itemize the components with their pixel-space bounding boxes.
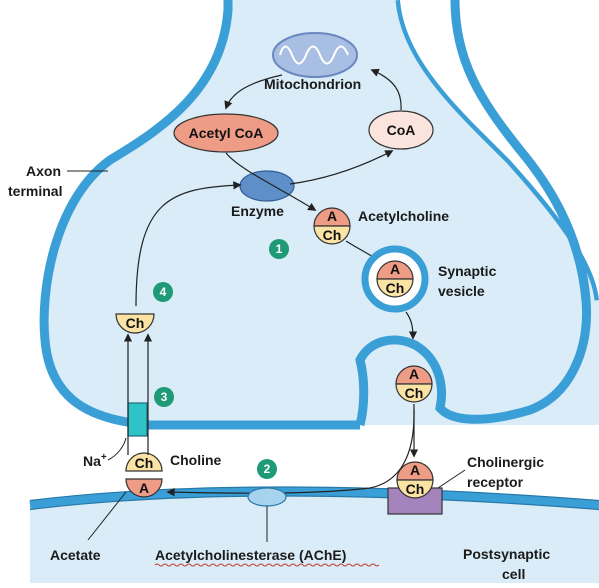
acetate-product: A bbox=[125, 478, 163, 498]
svg-text:2: 2 bbox=[264, 462, 271, 476]
svg-text:Ch: Ch bbox=[135, 455, 154, 471]
acetyl-abbr: A bbox=[327, 208, 337, 224]
sodium-leader-line bbox=[107, 437, 127, 461]
svg-text:Ch: Ch bbox=[406, 481, 425, 497]
enzyme-to-coa-arrow bbox=[289, 150, 394, 185]
coa-label: CoA bbox=[387, 122, 416, 138]
svg-text:A: A bbox=[139, 480, 149, 496]
mitochondrion-icon bbox=[272, 32, 358, 78]
svg-text:1: 1 bbox=[276, 242, 283, 256]
svg-text:Ch: Ch bbox=[386, 280, 405, 296]
enzyme-label: Enzyme bbox=[231, 203, 284, 219]
released-acetylcholine: A Ch bbox=[395, 365, 433, 403]
sodium-label: Na+ bbox=[83, 452, 107, 469]
synaptic-vesicle-label-2: vesicle bbox=[438, 283, 485, 299]
acetyl-coa-molecule: Acetyl CoA bbox=[173, 113, 279, 153]
synaptic-vesicle-label-1: Synaptic bbox=[438, 263, 497, 279]
enzyme-icon bbox=[239, 170, 295, 202]
choline-product: Ch bbox=[125, 452, 163, 472]
postsynaptic-label-2: cell bbox=[502, 566, 525, 582]
axon-terminal-label-2: terminal bbox=[8, 183, 62, 199]
svg-text:A: A bbox=[409, 366, 419, 382]
ache-label: Acetylcholinesterase (AChE) bbox=[155, 547, 346, 563]
svg-text:3: 3 bbox=[161, 390, 168, 404]
transporter-icon bbox=[127, 402, 148, 437]
synaptic-vesicle: A Ch bbox=[361, 245, 429, 313]
step-4-badge: 4 bbox=[153, 282, 173, 302]
svg-text:4: 4 bbox=[160, 285, 167, 299]
acetate-leader-line bbox=[87, 491, 127, 541]
coa-to-mito-arrow bbox=[370, 68, 402, 111]
receptor-leader-line bbox=[437, 469, 466, 489]
step-2-badge: 2 bbox=[257, 459, 277, 479]
acetate-label: Acetate bbox=[50, 547, 101, 563]
mitochondrion-label: Mitochondrion bbox=[264, 76, 361, 92]
acetylcholine-molecule: A Ch bbox=[313, 207, 351, 245]
spellcheck-underline bbox=[154, 563, 380, 567]
coa-molecule: CoA bbox=[368, 110, 434, 150]
recycled-choline: Ch bbox=[115, 313, 155, 334]
step-1-badge: 1 bbox=[269, 239, 289, 259]
ache-enzyme-icon bbox=[247, 487, 287, 507]
choline-abbr: Ch bbox=[323, 227, 342, 243]
cholinergic-receptor-label-2: receptor bbox=[467, 474, 524, 490]
axon-terminal-label-1: Axon bbox=[26, 163, 61, 179]
svg-text:A: A bbox=[410, 462, 420, 478]
ach-to-acetate-arrow bbox=[166, 409, 415, 497]
acetyl-coa-label: Acetyl CoA bbox=[189, 125, 264, 141]
svg-text:A: A bbox=[390, 261, 400, 277]
choline-label: Choline bbox=[170, 452, 222, 468]
receptor-bound-acetylcholine: A Ch bbox=[396, 461, 434, 499]
vesicle-to-membrane-arrow bbox=[405, 311, 418, 340]
acetylcoa-to-ach-arrow bbox=[225, 152, 317, 211]
mito-to-acetylcoa-arrow bbox=[224, 74, 283, 110]
acetylcholine-label: Acetylcholine bbox=[358, 208, 449, 224]
svg-text:Ch: Ch bbox=[405, 385, 424, 401]
svg-text:Ch: Ch bbox=[126, 315, 145, 331]
step-3-badge: 3 bbox=[154, 387, 174, 407]
cholinergic-receptor-label-1: Cholinergic bbox=[467, 454, 544, 470]
postsynaptic-label-1: Postsynaptic bbox=[463, 546, 550, 562]
choline-to-enzyme-arrow bbox=[135, 181, 242, 307]
